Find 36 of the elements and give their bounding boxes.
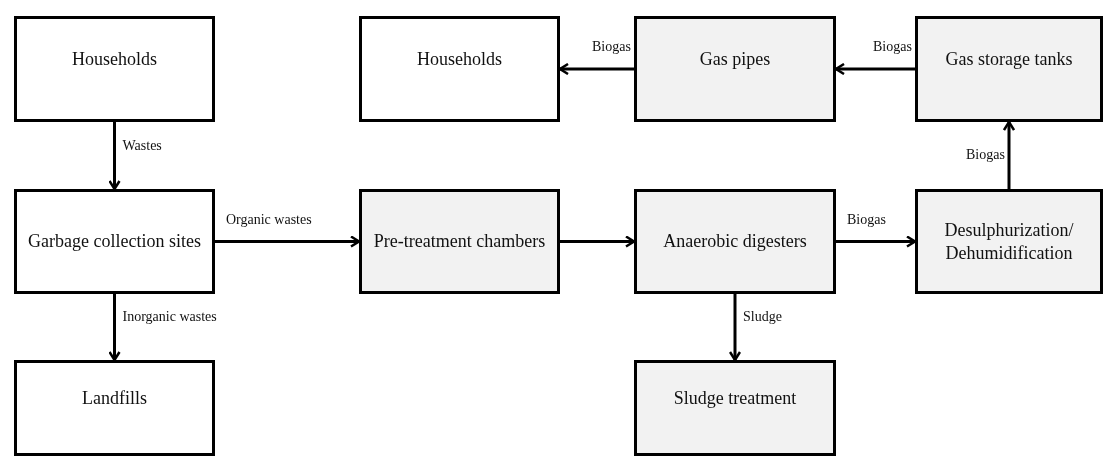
arrow xyxy=(1002,120,1016,189)
edge-label: Organic wastes xyxy=(225,211,313,228)
process-box xyxy=(915,189,1103,294)
process-box xyxy=(634,360,836,456)
arrow xyxy=(108,294,121,362)
arrow xyxy=(728,294,742,362)
box-label: Households xyxy=(416,47,503,71)
box-label: Desulphurization/ Dehumidification xyxy=(943,219,1075,264)
box-label: Gas pipes xyxy=(698,47,772,71)
box-label: Landfills xyxy=(81,386,148,410)
edge-label: Inorganic wastes xyxy=(121,309,218,325)
box-label: Anaerobic digesters xyxy=(662,230,808,253)
box-label: Households xyxy=(71,47,158,71)
arrow xyxy=(108,122,121,191)
edge-label: Biogas xyxy=(846,211,887,228)
process-box xyxy=(634,16,836,122)
box-label: Garbage collection sites xyxy=(27,230,202,253)
box-label: Sludge treatment xyxy=(672,386,798,410)
box-label: Gas storage tanks xyxy=(944,47,1074,71)
edge-label: Biogas xyxy=(591,39,632,55)
process-box xyxy=(634,189,836,294)
process-box xyxy=(14,360,215,456)
process-box xyxy=(915,16,1103,122)
process-box xyxy=(14,189,215,294)
arrow xyxy=(560,235,636,248)
arrow xyxy=(215,235,361,248)
process-box xyxy=(359,16,560,122)
arrow xyxy=(836,235,917,248)
arrow xyxy=(834,62,915,76)
edge-label: Biogas xyxy=(965,146,1006,163)
box-label: Pre-treatment chambers xyxy=(372,230,547,253)
process-box xyxy=(359,189,560,294)
process-box xyxy=(14,16,215,122)
edge-label: Sludge xyxy=(742,309,783,325)
edge-label: Biogas xyxy=(872,39,913,55)
arrow xyxy=(558,62,634,76)
